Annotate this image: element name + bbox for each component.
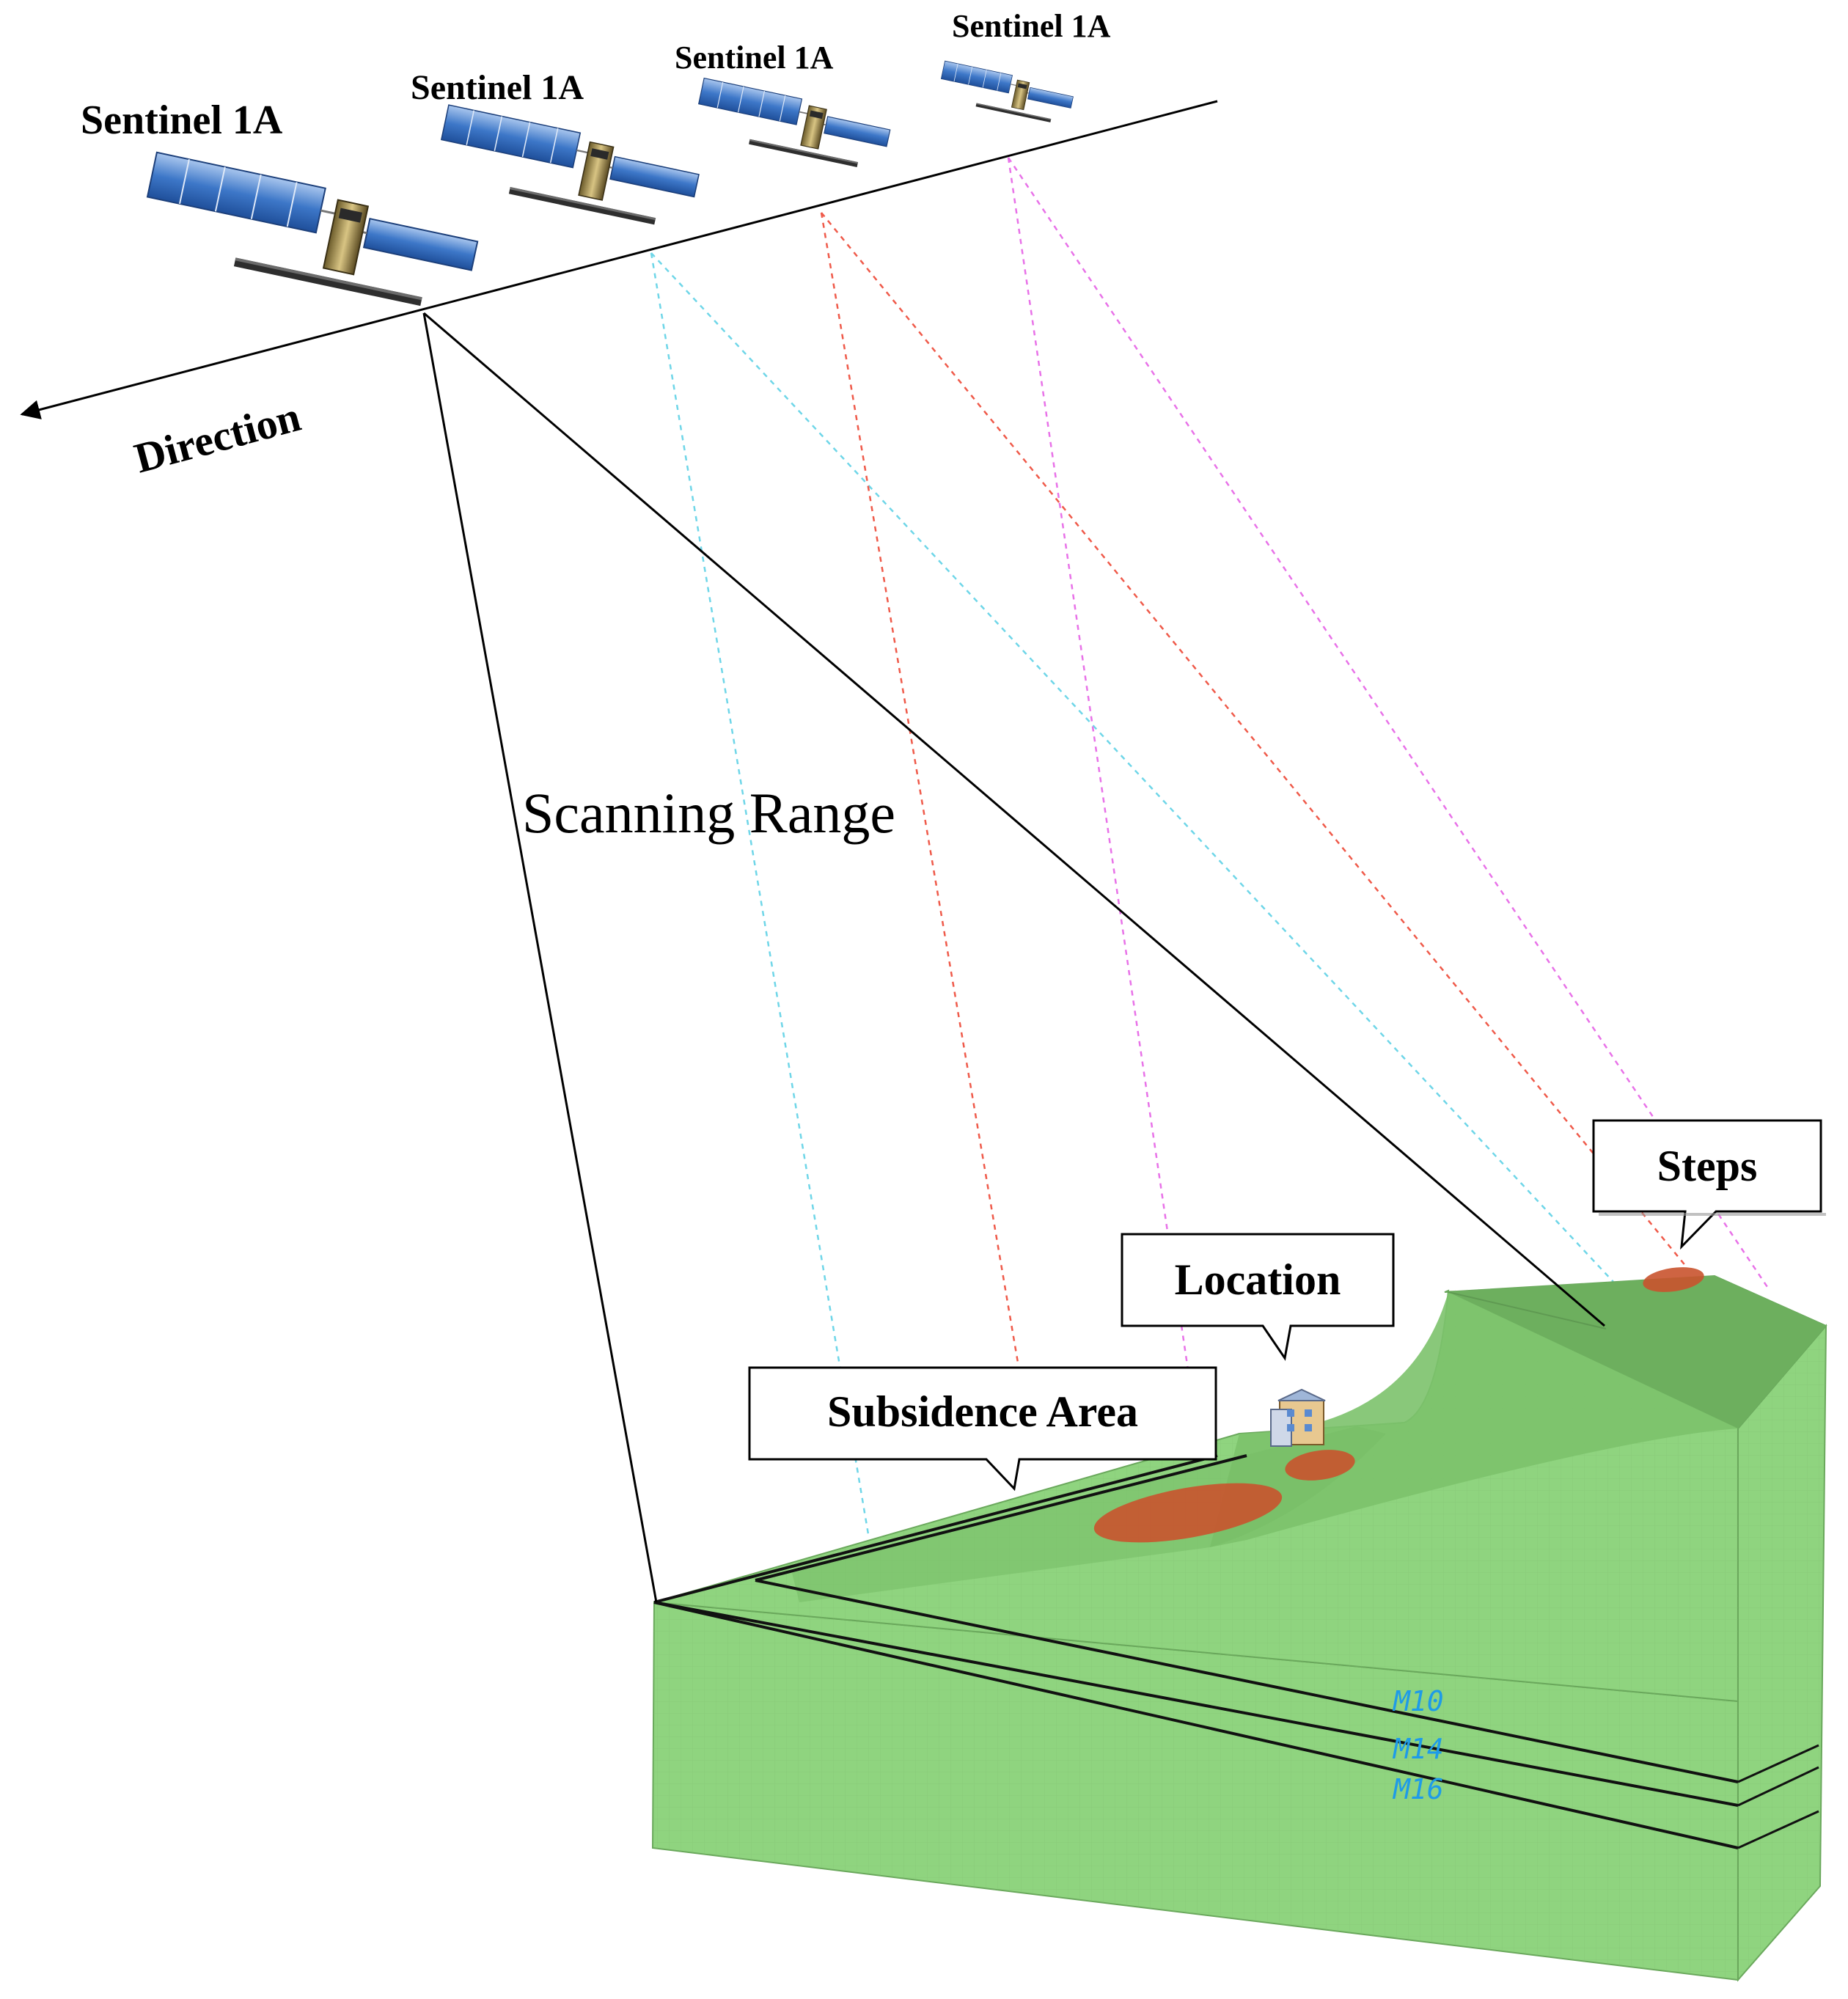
- scanning-range-lines: [422, 312, 1605, 1603]
- location-callout-text: Location: [1175, 1255, 1341, 1304]
- subsidence-patch-main: [1093, 1483, 1283, 1543]
- direction-label: Direction: [130, 392, 306, 483]
- flight-direction-arrow: [20, 100, 1218, 419]
- seam-label-m16: M16: [1392, 1773, 1444, 1805]
- terrain-block: [651, 1267, 1827, 1982]
- satellite-4: Sentinel 1A: [936, 8, 1111, 127]
- cyan-look-line-near: [650, 252, 870, 1539]
- satellite-1-label: Sentinel 1A: [81, 98, 283, 143]
- cyan-look-line-far: [650, 252, 1614, 1283]
- steps-patch: [1643, 1267, 1704, 1292]
- seam-label-m14: M14: [1392, 1733, 1444, 1765]
- satellite-1: Sentinel 1A: [81, 98, 483, 316]
- steps-callout: Steps: [1592, 1119, 1826, 1250]
- satellite-3: Sentinel 1A: [675, 40, 894, 173]
- satellite-2-label: Sentinel 1A: [411, 68, 584, 107]
- look-lines: [650, 157, 1769, 1539]
- magenta-look-line-near: [1007, 157, 1189, 1371]
- subsidence-patch-small: [1285, 1450, 1355, 1481]
- magenta-look-line-far: [1007, 157, 1769, 1288]
- steps-callout-text: Steps: [1657, 1142, 1758, 1190]
- subsidence-callout: Subsidence Area: [748, 1366, 1217, 1492]
- satellite-3-label: Sentinel 1A: [675, 40, 834, 76]
- scanning-range-label: Scanning Range: [522, 781, 895, 845]
- subsidence-callout-text: Subsidence Area: [827, 1387, 1138, 1436]
- satellite-4-label: Sentinel 1A: [952, 8, 1111, 44]
- building-icon: [1270, 1388, 1326, 1447]
- red-look-line-far: [821, 212, 1687, 1268]
- satellite-2: Sentinel 1A: [411, 68, 703, 232]
- seam-lines: [653, 1454, 1819, 1849]
- seam-label-m10: M10: [1392, 1685, 1444, 1717]
- location-callout: Location: [1121, 1233, 1395, 1361]
